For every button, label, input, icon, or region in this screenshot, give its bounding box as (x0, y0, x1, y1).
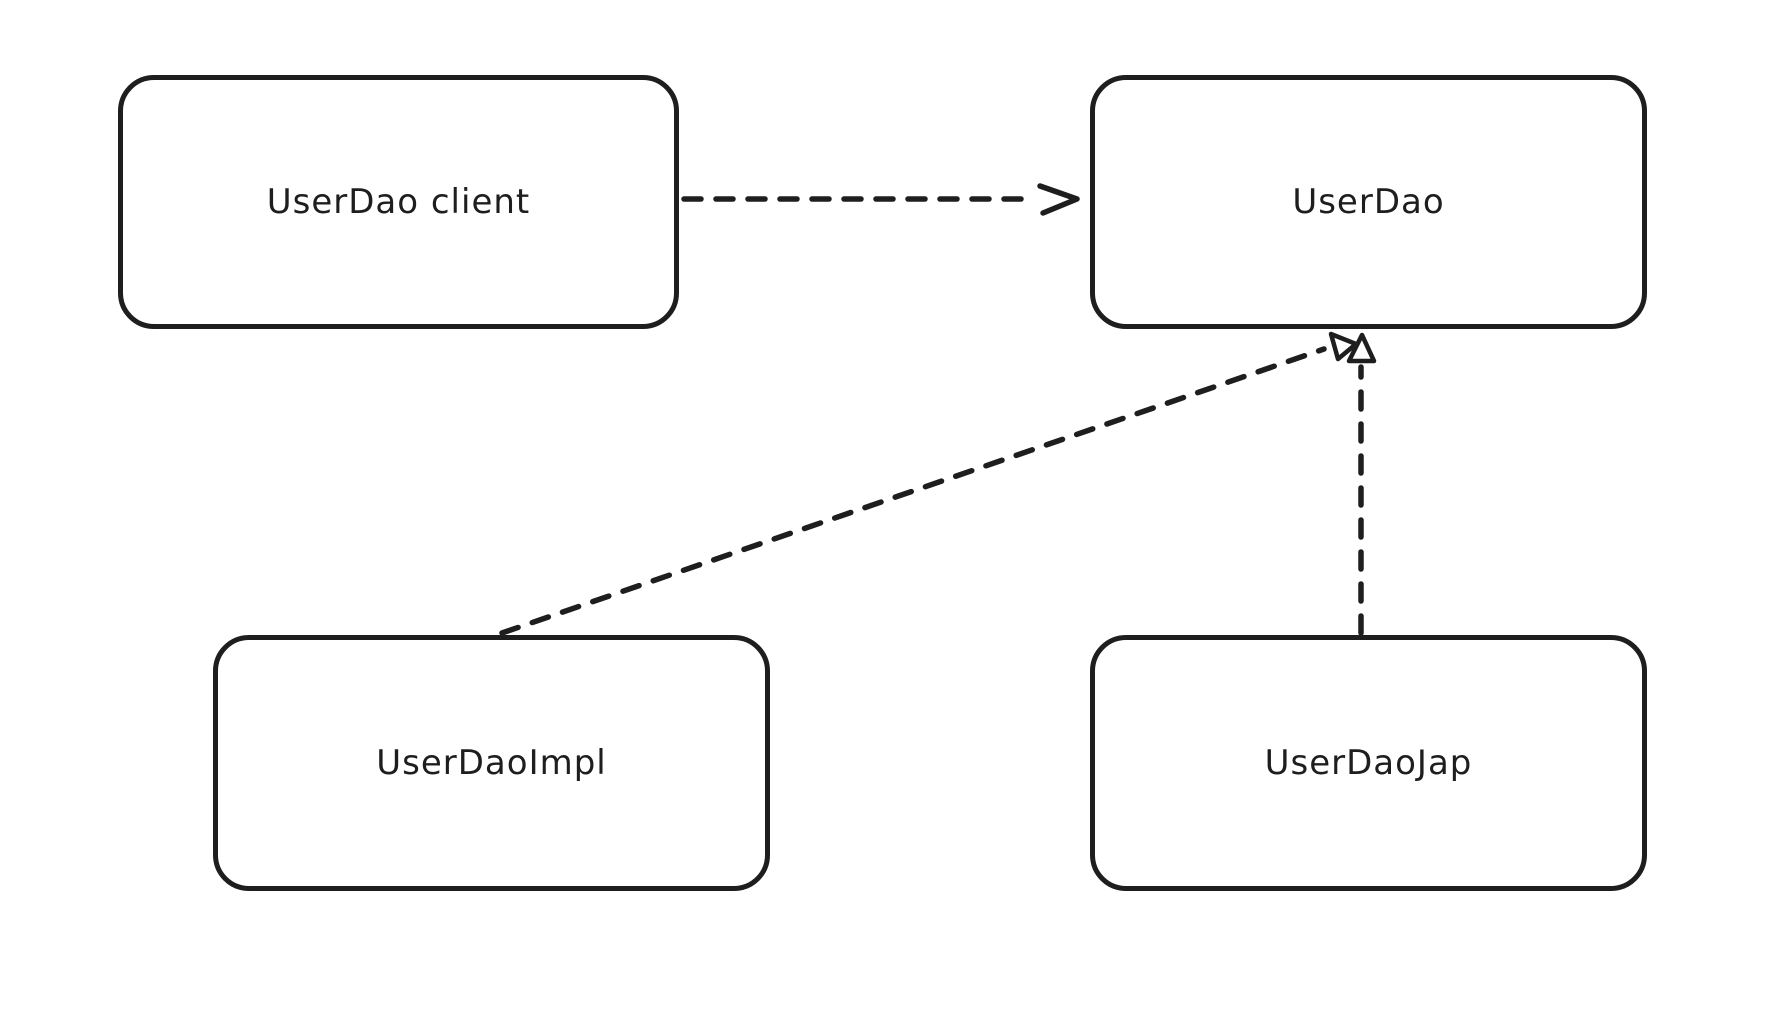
node-user-dao[interactable]: UserDao (1090, 75, 1647, 329)
node-label: UserDaoImpl (376, 743, 607, 783)
node-label: UserDao (1292, 182, 1445, 222)
open-arrowhead-icon (1037, 183, 1080, 216)
hollow-triangle-arrowhead-icon (1328, 331, 1359, 362)
edge-user-dao-jap-realizes-user-dao[interactable] (1346, 332, 1377, 636)
node-user-dao-impl[interactable]: UserDaoImpl (213, 635, 770, 891)
node-user-dao-client[interactable]: UserDao client (118, 75, 679, 329)
edge-user-dao-impl-realizes-user-dao[interactable] (499, 331, 1359, 636)
node-label: UserDaoJap (1264, 743, 1473, 783)
edge-client-depends-on-user-dao[interactable] (681, 183, 1080, 216)
dashed-line (499, 346, 1327, 636)
hollow-triangle-arrowhead-icon (1346, 332, 1377, 364)
node-label: UserDao client (266, 182, 531, 222)
node-user-dao-jap[interactable]: UserDaoJap (1090, 635, 1647, 891)
